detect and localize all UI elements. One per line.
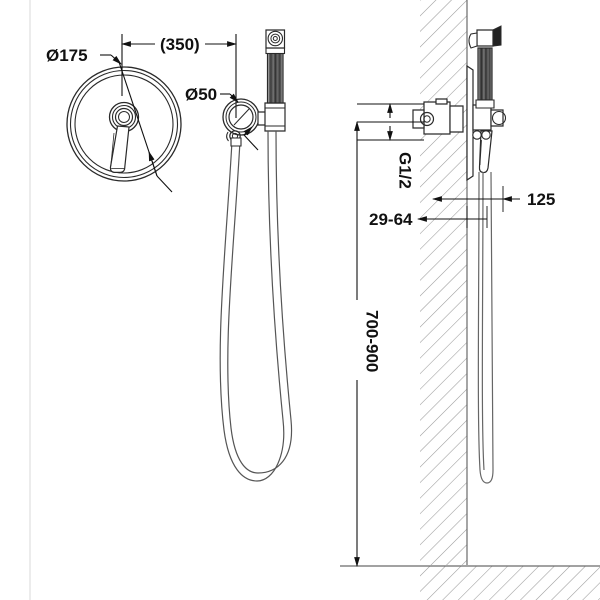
valve-outer-assembly-side: [472, 104, 507, 174]
dim-350: [121, 34, 237, 118]
dia50-label: Ø50: [185, 85, 217, 104]
dim-29-64-label: 29-64: [369, 210, 413, 229]
spray-grip: [265, 47, 286, 104]
escutcheon-plate-side: [466, 64, 474, 182]
dia175-leader: [100, 54, 173, 193]
dia50-leader: [220, 93, 259, 151]
floor-section: [340, 565, 600, 600]
spray-head-top: [265, 29, 286, 49]
side-section-view: G1/2 125 29-64 700-900: [340, 0, 600, 600]
dim-350-label: (350): [160, 35, 200, 54]
concealed-valve-body: [412, 98, 464, 135]
dim-125: [432, 186, 520, 212]
spray-lower-body: [264, 102, 286, 132]
valve-body-round: [222, 98, 260, 142]
hose-collar: [230, 137, 242, 147]
spray-head-side: [468, 25, 502, 109]
front-elevation-view: Ø175 (350): [46, 34, 237, 193]
faceplate-rings: [66, 66, 182, 182]
dia175-label: Ø175: [46, 46, 88, 65]
lever-handle-front: [109, 125, 130, 173]
hose-loop: [219, 130, 293, 482]
dim-125-label: 125: [527, 190, 555, 209]
dim-700-900-label: 700-900: [363, 310, 382, 372]
middle-assembly-view: Ø50: [185, 29, 293, 482]
hose-side: [477, 171, 494, 484]
wall-section: [420, 0, 468, 565]
dim-g12-label: G1/2: [396, 152, 415, 189]
dim-700-900: [354, 121, 424, 567]
dim-29-64: [417, 206, 488, 228]
dim-g12: [357, 103, 424, 141]
